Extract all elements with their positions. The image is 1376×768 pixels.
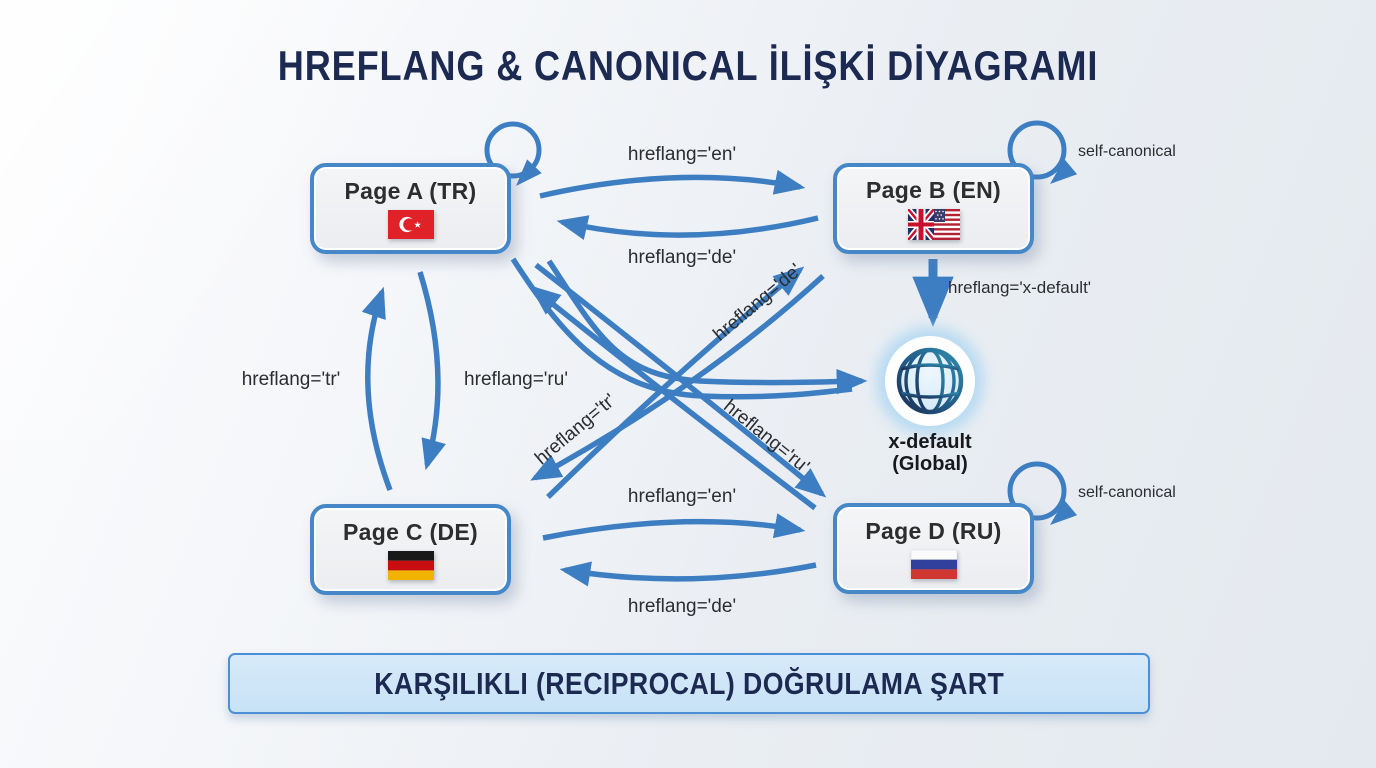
self-loop-b (1007, 120, 1078, 184)
arrow-d-to-c (559, 561, 817, 587)
globe-icon (876, 327, 984, 435)
node-page-b: Page B (EN) (833, 163, 1034, 254)
flag-de-icon (387, 551, 434, 580)
edge-label-a-b: hreflang='en' (627, 144, 737, 165)
flag-tr-icon (387, 210, 434, 239)
x-default-sublabel: (Global) (892, 453, 968, 475)
arrow-c-to-a (361, 286, 393, 491)
reciprocal-banner: KARŞILIKLI (RECIPROCAL) DOĞRULAMA ŞART (228, 653, 1150, 714)
arrow-c-to-d (542, 513, 806, 541)
arrow-to-xdefault (546, 259, 868, 395)
x-default-caption: x-default (Global) (840, 431, 1020, 475)
curve-to-xdefault-lower (510, 257, 853, 400)
node-page-a-label: Page A (TR) (344, 178, 477, 204)
edge-label-d-c: hreflang='de' (627, 596, 737, 617)
arrow-a-to-b (539, 169, 806, 199)
node-page-d: Page D (RU) (833, 503, 1034, 594)
self-loop-d (1007, 461, 1078, 525)
arrow-b-to-a (556, 215, 819, 240)
node-page-c-label: Page C (DE) (343, 519, 478, 545)
self-canonical-label-b: self-canonical (1078, 143, 1176, 160)
node-page-b-label: Page B (EN) (866, 177, 1001, 203)
edge-label-b-a: hreflang='de' (627, 247, 737, 268)
edge-label-c-a: hreflang='tr' (241, 369, 341, 390)
edge-label-c-d: hreflang='en' (627, 486, 737, 507)
node-page-d-label: Page D (RU) (865, 518, 1002, 544)
page-title: HREFLANG & CANONICAL İLİŞKİ DİYAGRAMI (277, 42, 1099, 89)
x-default-label: x-default (888, 431, 972, 453)
flag-ru-icon (910, 549, 957, 579)
arrow-a-to-c (417, 271, 446, 471)
self-canonical-label-d: self-canonical (1078, 484, 1176, 501)
edge-label-b-xdefault: hreflang='x-default' (948, 278, 1092, 297)
flag-uk-us-icon (905, 207, 960, 242)
reciprocal-banner-text: KARŞILIKLI (RECIPROCAL) DOĞRULAMA ŞART (374, 665, 1004, 701)
node-page-a: Page A (TR) (310, 163, 511, 254)
node-page-c: Page C (DE) (310, 504, 511, 595)
edge-label-a-c: hreflang='ru' (464, 369, 568, 390)
